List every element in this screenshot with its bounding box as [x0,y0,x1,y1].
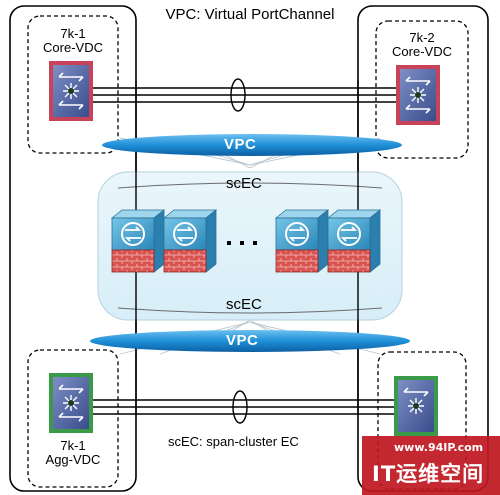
core-left-line2: Core-VDC [43,40,103,55]
core-left-label: 7k-1 Core-VDC [28,27,118,55]
core-switch-left-icon [49,61,93,121]
vpc-top-ellipse [102,134,402,156]
vpc-bottom-label: VPC [226,332,259,349]
scec-top-arc [117,182,383,189]
agg-left-line2: Agg-VDC [45,452,101,467]
agg-portchannel-ring [232,390,248,424]
watermark-badge [362,436,500,495]
core-switch-right-icon [396,65,440,125]
agg-interlinks [90,399,400,415]
agg-left-label: 7k-1 Agg-VDC [28,439,118,467]
watermark-url: www.94IP.com [394,441,484,454]
core-portchannel-ring [230,78,246,112]
core-vdc-right-box [375,20,469,159]
vpc-top-label: VPC [224,136,257,153]
scec-cluster-cloud [97,171,403,321]
firewall-icon [274,209,330,273]
core-vdc-left-box [27,15,119,154]
firewall-icon [110,209,166,273]
agg-switch-right-icon [394,376,438,436]
scec-top-label: scEC [226,175,262,192]
firewall-icon [326,209,382,273]
firewall-icon [162,209,218,273]
diagram-title: VPC: Virtual PortChannel [165,6,335,23]
firewall-group [110,209,382,273]
agg-vdc-left-box [27,349,119,488]
agg-switch-left-icon [49,373,93,433]
watermark-brand: IT运维空间 [372,462,485,486]
firewall-ellipsis-dots [227,241,257,245]
core-left-line1: 7k-1 [60,26,86,41]
core-right-label: 7k-2 Core-VDC [376,31,468,59]
core-right-line2: Core-VDC [392,44,452,59]
scec-bottom-label: scEC [226,296,262,313]
scec-bottom-arc [117,307,383,314]
footnote-label: scEC: span-cluster EC [168,434,299,449]
vpc-bottom-ellipse [90,330,410,352]
core-right-line1: 7k-2 [409,30,435,45]
agg-left-line1: 7k-1 [60,438,86,453]
